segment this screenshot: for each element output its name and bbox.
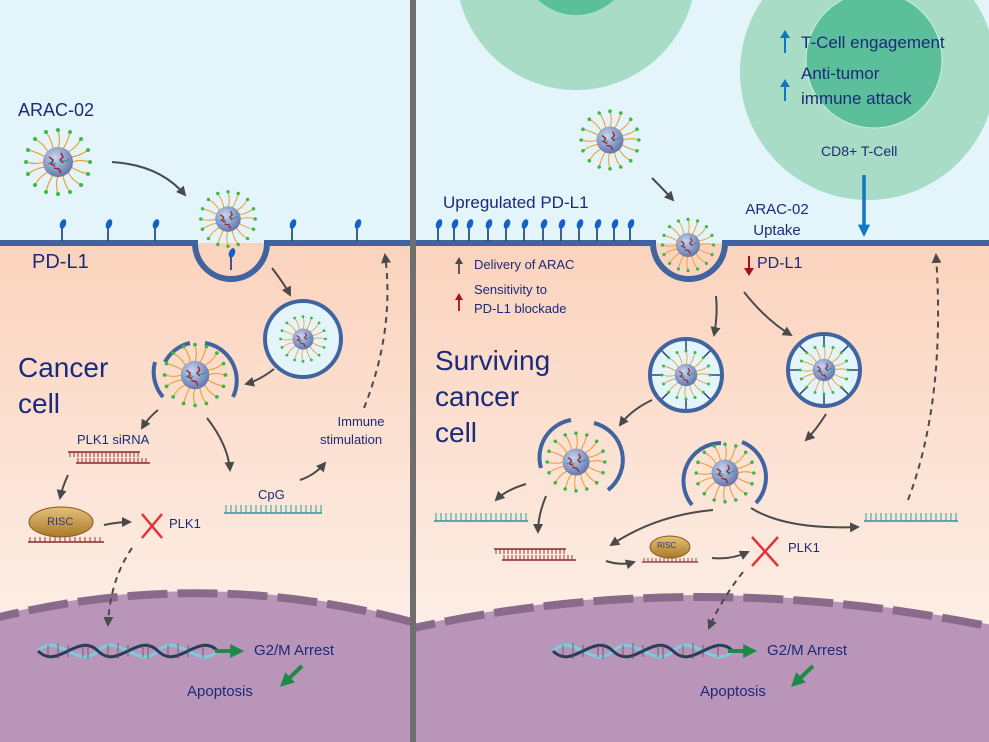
surviving-cell-label-line2: cancer bbox=[435, 381, 520, 412]
immune-stimulation-arrow bbox=[363, 253, 392, 409]
arrow-uptake bbox=[111, 161, 187, 197]
arrow-to-apoptosis bbox=[279, 664, 304, 687]
risc-complex bbox=[28, 506, 104, 543]
plk1-knockdown-cross-icon bbox=[751, 536, 779, 567]
antitumor-label-line2: immune attack bbox=[801, 89, 912, 108]
cd8-tcell bbox=[740, 0, 989, 200]
cancer-cell-label-line2: cell bbox=[18, 388, 61, 419]
immune-stimulation-label-line1: Immune bbox=[337, 414, 385, 429]
left-panel-monotherapy: ARAC-02 PD-L1 Cancer cell PLK1 siRNA CpG… bbox=[0, 0, 410, 742]
panel-divider bbox=[410, 0, 416, 742]
right-panel-combination: T-Cell engagement Anti-tumor immune atta… bbox=[416, 0, 989, 742]
arac-02-label: ARAC-02 bbox=[18, 100, 95, 120]
nucleus bbox=[416, 595, 989, 742]
endosome-escape bbox=[163, 341, 191, 364]
pdl1-down-arrow bbox=[744, 256, 754, 276]
surviving-cell-label-line1: Surviving bbox=[435, 345, 551, 376]
sensitivity-label-line2: PD-L1 blockade bbox=[474, 301, 567, 316]
tcell-background bbox=[459, 0, 693, 90]
endosome-1 bbox=[648, 337, 724, 413]
apoptosis-label: Apoptosis bbox=[700, 683, 766, 700]
immune-stimulation-arrow bbox=[907, 253, 942, 501]
cd8-tcell-label: CD8+ T-Cell bbox=[821, 143, 898, 159]
plk1-label: PLK1 bbox=[169, 516, 201, 531]
plk1-label: PLK1 bbox=[788, 540, 820, 555]
extracellular-space bbox=[0, 0, 410, 243]
delivery-up-arrow bbox=[455, 257, 463, 274]
risc-label: RISC bbox=[47, 516, 74, 528]
risc-complex bbox=[642, 535, 698, 563]
endosome-escape-1 bbox=[537, 418, 625, 494]
nuclear-envelope bbox=[416, 593, 989, 632]
plk1-knockdown-cross-icon bbox=[141, 513, 163, 539]
antitumor-up-arrow bbox=[780, 79, 790, 101]
cpg-label: CpG bbox=[258, 487, 285, 502]
nuclear-envelope bbox=[0, 589, 410, 626]
cell-membrane bbox=[0, 240, 410, 282]
immune-stimulation-label-line2: stimulation bbox=[320, 432, 383, 447]
uptake-label-line2: Uptake bbox=[753, 222, 801, 239]
cell-membrane bbox=[416, 240, 989, 282]
endosome-2 bbox=[786, 332, 862, 408]
left-diagram-canvas bbox=[0, 0, 410, 742]
tcell-engagement-up-arrow bbox=[780, 30, 790, 53]
uptake-label-line1: ARAC-02 bbox=[745, 201, 809, 218]
pdl1-label: PD-L1 bbox=[32, 251, 89, 273]
nucleus bbox=[0, 591, 410, 742]
right-diagram-canvas bbox=[416, 0, 989, 742]
g2m-arrest-label: G2/M Arrest bbox=[767, 642, 848, 659]
pdl1-downregulated-label: PD-L1 bbox=[757, 255, 803, 272]
g2m-arrest-label: G2/M Arrest bbox=[254, 642, 335, 659]
endosome-escape-2 bbox=[681, 440, 768, 507]
surviving-cell-label-line3: cell bbox=[435, 417, 478, 448]
antitumor-label-line1: Anti-tumor bbox=[801, 64, 880, 83]
cancer-cell-label-line1: Cancer bbox=[18, 352, 109, 383]
upregulated-pdl1-label: Upregulated PD-L1 bbox=[443, 193, 589, 212]
apoptosis-label: Apoptosis bbox=[187, 683, 253, 700]
arrow-to-apoptosis bbox=[790, 664, 815, 687]
sensitivity-label-line1: Sensitivity to bbox=[474, 282, 547, 297]
risc-label: RISC bbox=[657, 541, 677, 550]
sensitivity-up-arrow bbox=[455, 293, 463, 311]
plk1-sirna-label: PLK1 siRNA bbox=[77, 432, 150, 447]
tcell-engagement-label: T-Cell engagement bbox=[801, 33, 945, 52]
delivery-label: Delivery of ARAC bbox=[474, 257, 575, 272]
